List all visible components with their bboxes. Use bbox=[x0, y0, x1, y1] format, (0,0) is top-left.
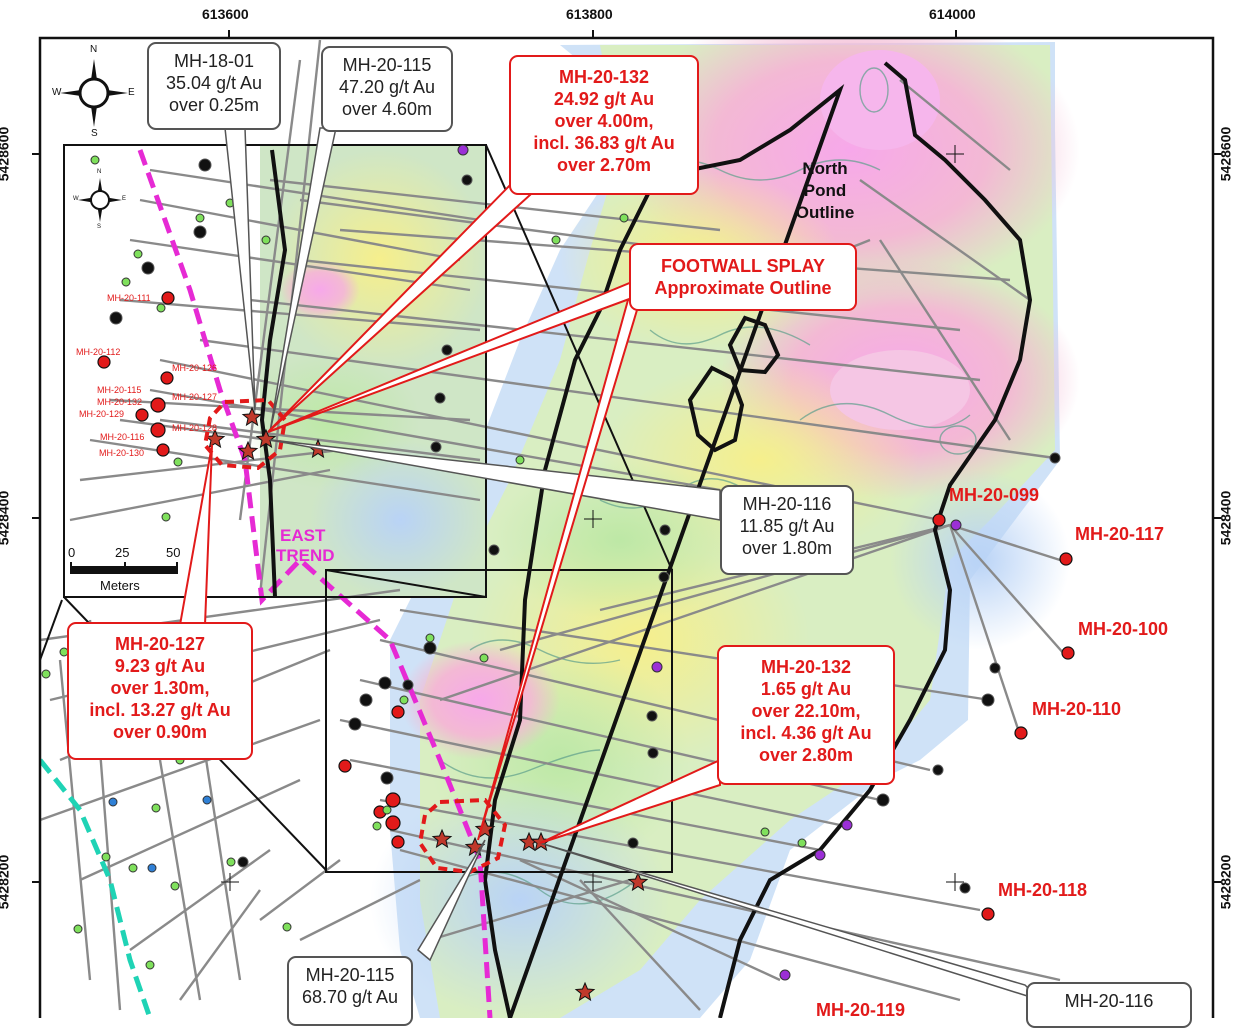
drill-traces bbox=[40, 39, 1066, 1011]
northing-label: 5428600 bbox=[0, 126, 12, 182]
compass-rose-inset bbox=[78, 178, 122, 222]
scale-unit: Meters bbox=[100, 578, 140, 593]
easting-label: 613600 bbox=[202, 6, 249, 22]
callout-mh-20-116-bottom: MH-20-116 bbox=[1026, 982, 1192, 1028]
easting-label: 614000 bbox=[929, 6, 976, 22]
magnetic-survey bbox=[40, 38, 1080, 1018]
scale-tick-0: 0 bbox=[68, 545, 76, 560]
hole-label: MH-20-110 bbox=[1032, 699, 1122, 719]
inset-hole-label: MH-20-126 bbox=[172, 363, 218, 373]
easting-label: 613800 bbox=[566, 6, 613, 22]
inset-hole-label: MH-20-132 bbox=[97, 397, 143, 407]
inset-hole-label: MH-20-116 bbox=[100, 432, 145, 442]
inset-hole-label: MH-20-130 bbox=[99, 448, 145, 458]
northing-label: 5428200 bbox=[0, 854, 12, 910]
inset-hole-label: MH-20-129 bbox=[79, 409, 125, 419]
scale-tick-25: 25 bbox=[115, 545, 130, 560]
inset-hole-label: MH-20-111 bbox=[107, 293, 151, 303]
scale-tick-50: 50 bbox=[166, 545, 181, 560]
hole-label: MH-20-099 bbox=[949, 485, 1040, 505]
hole-label: MH-20-100 bbox=[1078, 619, 1169, 639]
northing-label: 5428400 bbox=[1217, 490, 1234, 546]
drill-collars bbox=[41, 144, 1075, 1002]
northing-label: 5428200 bbox=[1217, 854, 1234, 910]
inset-hole-label: MH-20-112 bbox=[76, 347, 121, 357]
scale-bar bbox=[70, 562, 178, 574]
hole-label: MH-20-118 bbox=[998, 880, 1088, 900]
map-frame bbox=[38, 36, 1215, 1018]
hole-label: MH-20-119 bbox=[816, 1000, 906, 1020]
inset-hole-label: MH-20-127 bbox=[172, 392, 218, 402]
compass-n: N bbox=[90, 44, 98, 55]
compass-s: S bbox=[91, 128, 98, 139]
compass-e: E bbox=[128, 87, 135, 98]
compass-rose-main bbox=[60, 59, 128, 127]
northing-label: 5428400 bbox=[0, 490, 12, 546]
inset-hole-label: MH-20-128 bbox=[172, 423, 218, 433]
hole-label: MH-20-117 bbox=[1075, 524, 1165, 544]
inset-compass-e: E bbox=[122, 196, 127, 202]
compass-w: W bbox=[52, 87, 62, 98]
inset-compass-s: S bbox=[97, 224, 102, 230]
inset-hole-label: MH-20-115 bbox=[97, 385, 142, 395]
inset-compass-n: N bbox=[97, 169, 102, 175]
northing-label: 5428600 bbox=[1217, 126, 1234, 182]
inset-compass-w: W bbox=[73, 196, 79, 202]
